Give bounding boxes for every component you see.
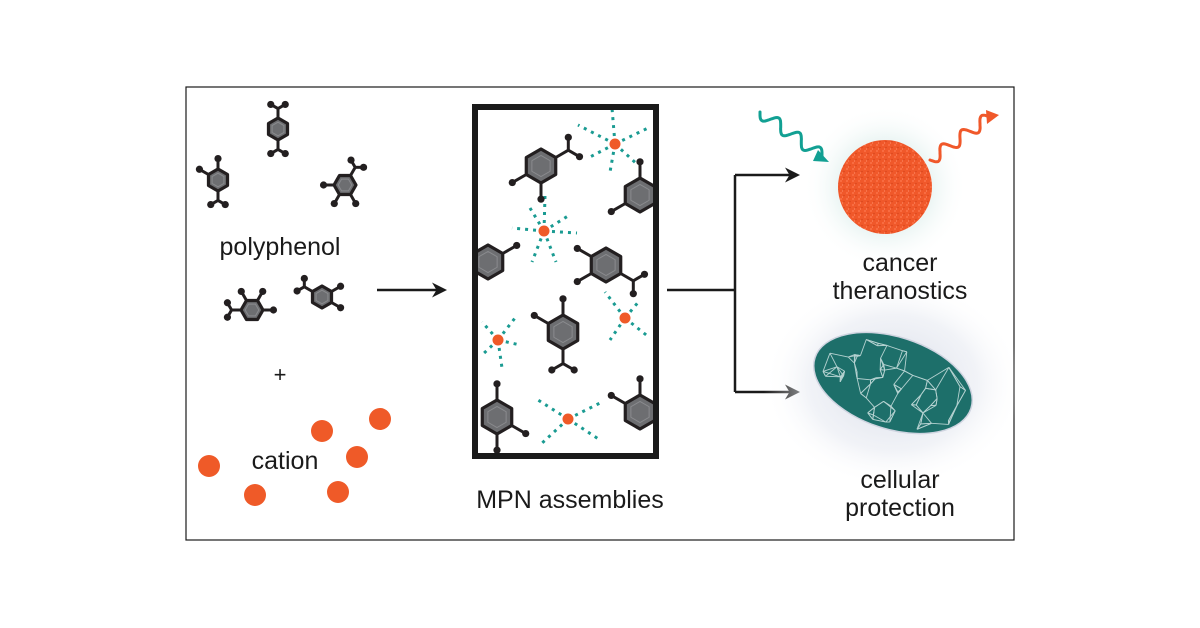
polyphenol-molecule [293, 274, 345, 312]
cation-dots [198, 408, 391, 506]
polyphenol-molecule [223, 287, 278, 322]
nanoparticle [803, 105, 967, 269]
metal-center [609, 138, 621, 150]
metal-center [562, 413, 574, 425]
metal-center [492, 334, 504, 346]
protected-cell [763, 278, 1023, 488]
wave-out-arrowhead [986, 110, 999, 124]
polyphenol-molecule [195, 154, 230, 209]
polyphenol-molecule [475, 241, 521, 281]
cation-dot [311, 420, 333, 442]
cellular-label-line2: protection [845, 494, 955, 522]
polyphenol-molecule [530, 295, 580, 374]
assemblies-label: MPN assemblies [476, 486, 664, 514]
wave-in-icon [758, 110, 824, 158]
metal-center [538, 225, 550, 237]
polyphenol-molecule [319, 156, 368, 208]
wave-in-arrowhead [813, 150, 829, 162]
network-molecules [475, 133, 656, 454]
coordination-bonds [480, 107, 651, 447]
polyphenol-molecule [480, 380, 530, 454]
polyphenol-molecule [573, 244, 649, 298]
cation-label: cation [251, 447, 319, 475]
mpn-assembly-box [472, 104, 659, 459]
cancer-label-line2: theranostics [832, 277, 968, 305]
cation-dot [198, 455, 220, 477]
metal-center [619, 312, 631, 324]
wave-out-icon [928, 113, 992, 164]
cation-dot [369, 408, 391, 430]
polyphenol-molecule [607, 375, 656, 431]
polyphenol-label: polyphenol [219, 233, 341, 261]
polyphenol-molecule [508, 133, 584, 203]
cation-dot [244, 484, 266, 506]
polyphenol-molecule [266, 100, 290, 158]
cation-dot [346, 446, 368, 468]
cancer-label-line1: cancer [862, 249, 938, 277]
cellular-label-line1: cellular [860, 466, 940, 494]
metal-centers [492, 138, 631, 425]
polyphenol-molecules [195, 100, 368, 322]
plus-sign: + [273, 362, 287, 387]
cation-dot [327, 481, 349, 503]
